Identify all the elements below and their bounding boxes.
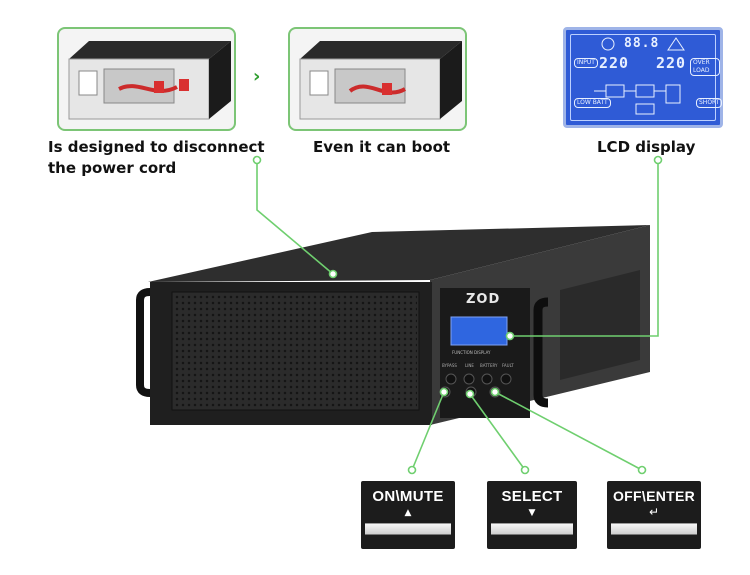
rear-panel-boot-illustration: [299, 41, 462, 120]
front-vent-grille: [174, 294, 417, 408]
lcd-tag-short: SHORT: [696, 98, 723, 108]
lcd-tag-lowbatt: LOW BATT: [574, 98, 611, 108]
lcd-flow-diagram: [594, 37, 685, 115]
on-mute-button-closeup: ON\MUTE ▲: [361, 481, 455, 549]
lcd-tag-overload: OVER LOAD: [690, 58, 720, 76]
led-label-fault: FAULT: [502, 363, 514, 368]
on-mute-key: [365, 523, 451, 535]
caption-boot: Even it can boot: [313, 138, 451, 156]
caption-lcd: LCD display: [597, 138, 696, 156]
brand-logo: ZOD: [466, 292, 501, 307]
lcd-input-value: 220: [599, 54, 630, 72]
lcd-tag-input: INPUT: [574, 58, 598, 68]
rear-panel-illustration: [68, 41, 231, 120]
rear-panel-disconnect-thumbnail: [57, 27, 236, 131]
on-mute-label: ON\MUTE: [372, 488, 444, 505]
off-enter-button-closeup: OFF\ENTER ↵: [607, 481, 701, 549]
lcd-frame: [570, 34, 716, 121]
caption-disconnect-line2: the power cord: [48, 159, 177, 177]
down-triangle-icon: ▼: [528, 508, 536, 518]
off-enter-key: [611, 523, 697, 535]
lcd-output-value: 220: [656, 54, 687, 72]
lcd-top-digits: 88.8: [624, 36, 660, 51]
up-triangle-icon: ▲: [404, 508, 412, 518]
led-label-line: LINE: [465, 363, 474, 368]
lcd-display-closeup: 88.8 220 220 INPUT OVER LOAD LOW BATT SH…: [563, 27, 723, 128]
next-arrow-icon: ›: [253, 66, 261, 87]
led-label-bypass: BYPASS: [442, 363, 457, 368]
select-label: SELECT: [501, 488, 563, 505]
led-label-battery: BATTERY: [480, 363, 498, 368]
select-key: [491, 523, 573, 535]
caption-disconnect-line1: Is designed to disconnect: [48, 138, 265, 156]
off-enter-label: OFF\ENTER: [612, 488, 696, 504]
select-button-closeup: SELECT ▼: [487, 481, 577, 549]
rear-panel-boot-thumbnail: [288, 27, 467, 131]
function-display-label: FUNCTION DISPLAY: [452, 350, 491, 355]
enter-arrow-icon: ↵: [648, 505, 660, 519]
